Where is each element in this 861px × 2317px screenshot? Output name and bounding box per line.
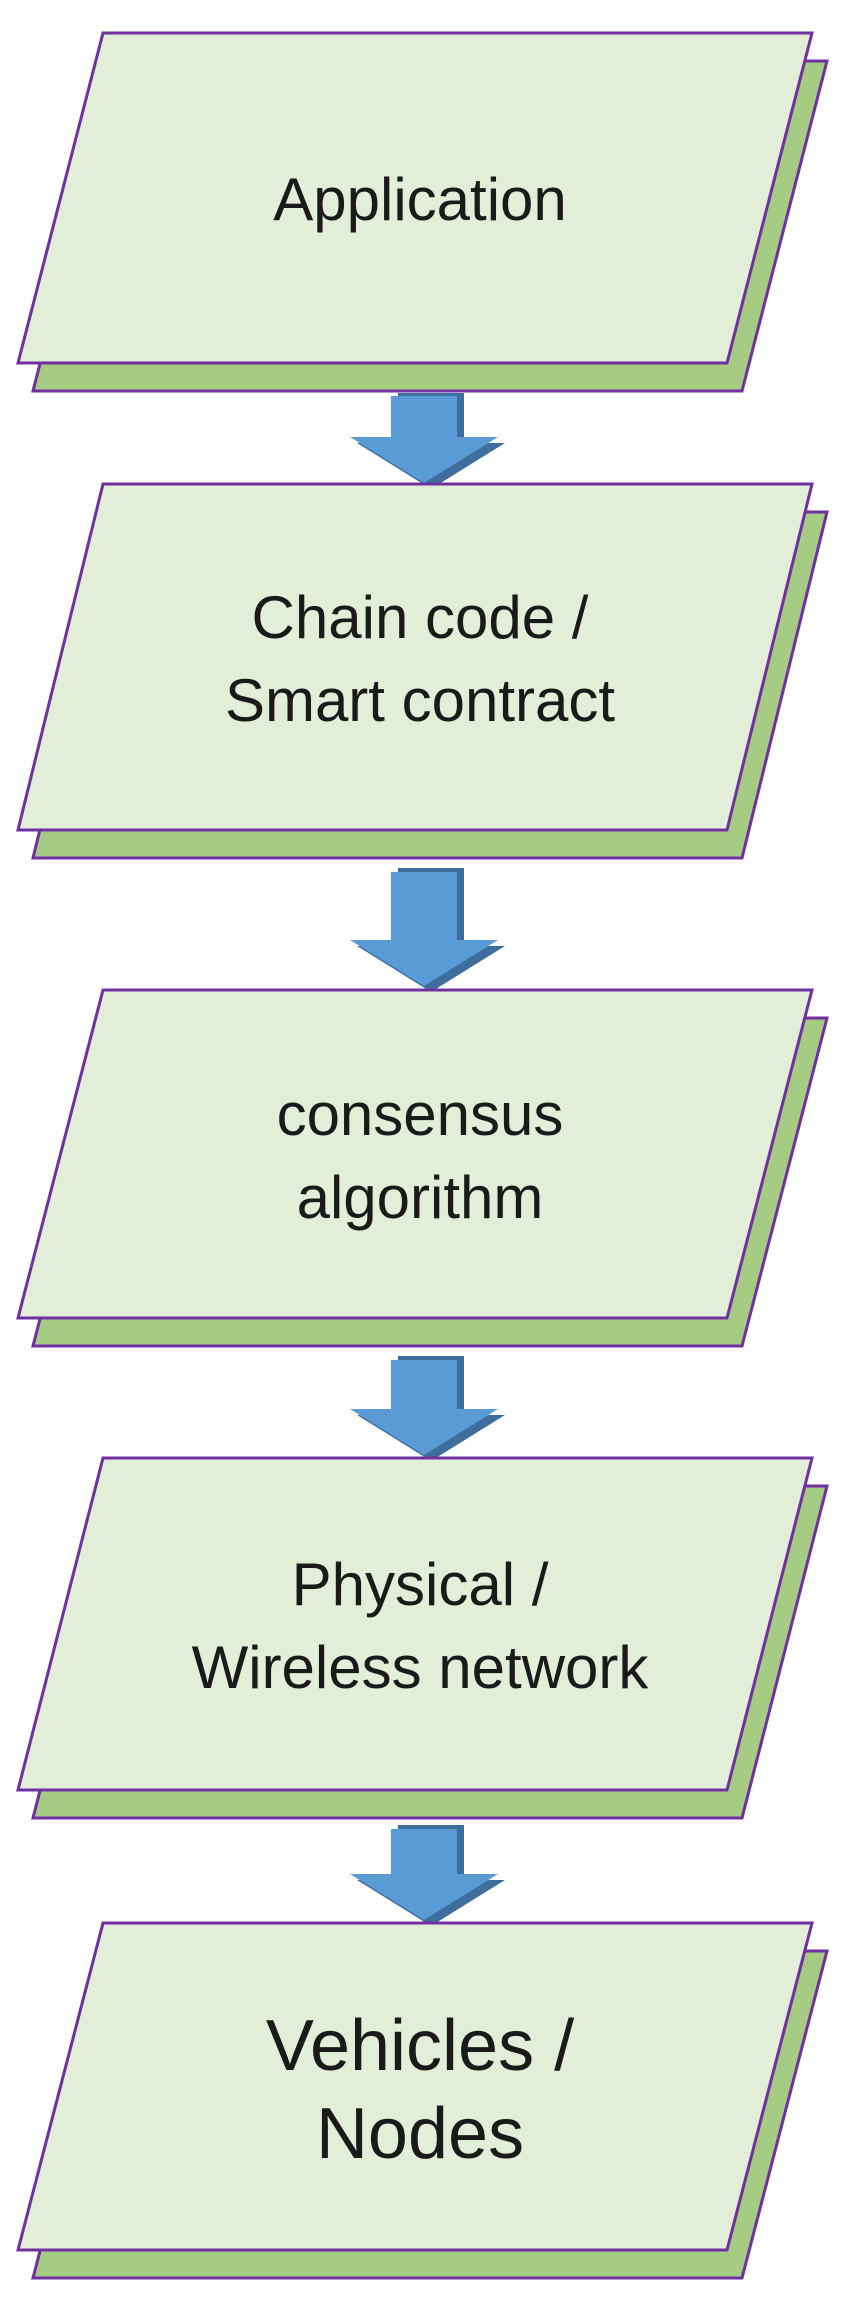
layer-chaincode: Chain code / Smart contract [16,482,829,860]
layer-label-line1: Chain code / [252,584,589,651]
layer-label-line2: Smart contract [225,667,615,734]
arrow-chaincode-to-consensus [350,868,505,992]
layer-shape [16,482,814,832]
layer-consensus: consensus algorithm [16,988,829,1348]
layer-application: Application [16,31,829,393]
layer-label-line1: Physical / [292,1551,549,1618]
layer-shape [16,1921,814,2252]
layer-label-line1: Vehicles / [266,2006,574,2086]
layer-vehicles-nodes: Vehicles / Nodes [16,1921,829,2280]
layer-label: Application [273,166,567,233]
layer-physical-network: Physical / Wireless network [16,1456,829,1820]
arrow-consensus-to-physical [350,1356,505,1461]
down-arrow-icon [350,396,498,483]
layer-shape [16,1456,814,1792]
arrow-application-to-chaincode [350,393,505,489]
layer-label-line2: Wireless network [192,1634,650,1701]
down-arrow-icon [350,1360,498,1455]
layer-shape [16,988,814,1320]
layer-shape [16,31,814,365]
layer-label-line1: consensus [277,1081,564,1148]
down-arrow-icon [350,1829,498,1920]
arrow-physical-to-vehicles [350,1825,505,1926]
layer-label-line2: Nodes [316,2094,524,2174]
down-arrow-icon [350,872,498,986]
layer-label-line2: algorithm [297,1164,544,1231]
